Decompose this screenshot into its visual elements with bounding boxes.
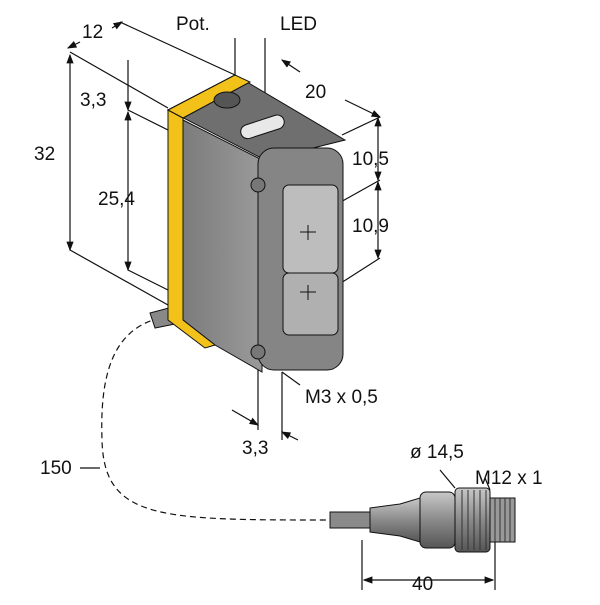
dim-connector-thread: M12 x 1 <box>475 468 543 489</box>
dim-screw: M3 x 0,5 <box>305 387 378 408</box>
led-window-icon <box>240 114 285 140</box>
dim-top-offset: 3,3 <box>80 90 106 111</box>
screw-top-icon <box>250 177 266 193</box>
dim-cable-length: 150 <box>40 458 72 479</box>
dim-depth: 12 <box>82 22 103 43</box>
lens-receiver <box>282 272 339 336</box>
screw-bottom-icon <box>250 344 266 360</box>
dim-connector-length: 40 <box>412 574 433 595</box>
dim-mount-spacing: 25,4 <box>98 189 135 210</box>
dimension-arrows <box>66 21 495 584</box>
dim-lens-top: 10,5 <box>352 149 389 170</box>
sensor-body <box>149 74 347 373</box>
extension-lines <box>69 21 496 590</box>
dim-bottom-offset: 3,3 <box>242 438 268 459</box>
lens-emitter <box>282 184 339 274</box>
potentiometer-icon <box>213 91 241 109</box>
dim-lens-spacing: 10,9 <box>352 216 389 237</box>
m12-connector <box>329 487 516 553</box>
dim-height: 32 <box>34 144 55 165</box>
dim-width: 20 <box>305 82 326 103</box>
label-pot: Pot. <box>176 14 210 35</box>
dim-connector-diameter: ø 14,5 <box>410 442 464 463</box>
label-led: LED <box>280 14 317 35</box>
cable-path <box>101 317 331 521</box>
